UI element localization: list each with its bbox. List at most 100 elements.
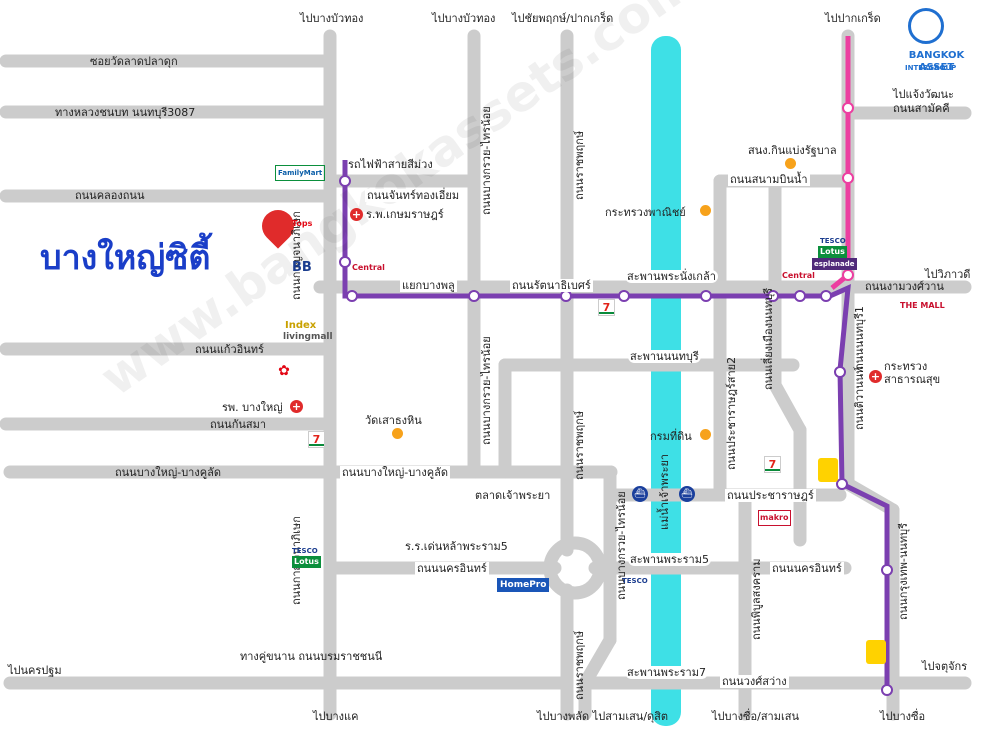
label-to-bang-bua-thong-1: ไปบางบัวทอง bbox=[300, 12, 364, 25]
seven-eleven-icon: 7 bbox=[764, 456, 781, 473]
road-liang-mueang-curve bbox=[768, 378, 807, 437]
purple-line bbox=[342, 160, 890, 695]
purple-station bbox=[794, 290, 806, 302]
road-label-nakhon-in-1: ถนนนครอินทร์ bbox=[415, 562, 489, 575]
road-label-nakhon-in-2: ถนนนครอินทร์ bbox=[770, 562, 844, 575]
poi-marker-icon bbox=[700, 205, 711, 216]
label-to-chaengwattana: ไปแจ้งวัฒนะ bbox=[893, 88, 954, 101]
road-label-nonthaburi-1: ถนนนนทบุรี1 bbox=[853, 306, 866, 370]
road-label-highway-3087: ทางหลวงชนบท นนทบุรี3087 bbox=[55, 106, 196, 119]
poi-commerce-ministry: กระทรวงพาณิชย์ bbox=[605, 206, 686, 219]
purple-station bbox=[339, 175, 351, 187]
chao-phraya-river bbox=[651, 36, 681, 726]
brand-logo-icon bbox=[908, 8, 944, 44]
road-label-borommaratchachonnani: ทางคู่ขนาน ถนนบรมราชชนนี bbox=[240, 650, 383, 663]
bridge-rama7: สะพานพระราม7 bbox=[625, 666, 708, 679]
poi-purple-line: รถไฟฟ้าสายสีม่วง bbox=[348, 158, 433, 171]
hospital-icon: + bbox=[869, 370, 882, 383]
seven-eleven-icon: 7 bbox=[598, 299, 615, 316]
pink-station bbox=[842, 172, 854, 184]
purple-station bbox=[820, 290, 832, 302]
poi-marker-icon bbox=[785, 158, 796, 169]
label-to-pak-kret: ไปปากเกร็ด bbox=[825, 12, 881, 25]
label-to-bang-bua-thong-2: ไปบางบัวทอง bbox=[432, 12, 496, 25]
road-label-bang-yai-bang-khu-lat-2: ถนนบางใหญ่-บางคูลัด bbox=[340, 466, 450, 479]
purple-station bbox=[881, 684, 893, 696]
label-to-chaiyaphruek: ไปชัยพฤกษ์/ปากเกร็ด bbox=[512, 12, 614, 25]
purple-station bbox=[468, 290, 480, 302]
poi-land-department: กรมที่ดิน bbox=[650, 430, 692, 443]
road-label-soi-wat-lat-pla-duk: ซอยวัดลาดปลาดุก bbox=[90, 55, 178, 68]
road-label-ratchaphruek-3: ถนนราชพฤกษ์ bbox=[573, 630, 586, 700]
road-label-samakkhi: ถนนสามัคคี bbox=[893, 102, 950, 115]
esplanade-logo: esplanade bbox=[812, 258, 857, 270]
road-label-kan-sima: ถนนกันสมา bbox=[210, 418, 267, 431]
road-label-kaew-in: ถนนแก้วอินทร์ bbox=[195, 343, 264, 356]
pink-station bbox=[842, 102, 854, 114]
road-label-pracharat: ถนนประชาราษฎร์ bbox=[725, 489, 816, 502]
label-to-chatuchak: ไปจตุจักร bbox=[922, 660, 968, 673]
purple-station bbox=[618, 290, 630, 302]
road-label-tiwanon: ถนนติวานนท์ bbox=[853, 366, 866, 431]
road-label-liang-mueang: ถนนเลี่ยงเมืองนนทบุรี bbox=[762, 287, 775, 390]
poi-health-ministry: กระทรวง สาธารณสุข bbox=[884, 360, 941, 386]
hospital-icon: + bbox=[290, 400, 303, 413]
poi-wat-sao-thong-hin: วัดเสาธงหิน bbox=[365, 414, 422, 427]
poi-chao-phraya-market: ตลาดเจ้าพระยา bbox=[475, 489, 551, 502]
road-label-rattanathibet: ถนนรัตนาธิเบศร์ bbox=[510, 279, 593, 292]
road-label-bang-yai-bang-khu-lat-1: ถนนบางใหญ่-บางคูลัด bbox=[115, 466, 221, 479]
central-logo: Central bbox=[782, 271, 815, 280]
purple-station bbox=[700, 290, 712, 302]
road-label-krungthep-nonthaburi: ถนนกรุงเทพ-นนทบุรี bbox=[897, 522, 910, 620]
tesco-lotus-logo: TESCO bbox=[292, 547, 318, 555]
purple-station bbox=[560, 290, 572, 302]
bridge-phra-nang-klao: สะพานพระนั่งเกล้า bbox=[625, 270, 718, 283]
roundabout bbox=[543, 536, 607, 600]
tops-market-logo-icon: ✿ bbox=[278, 363, 290, 379]
label-to-vibhavadi: ไปวิภาวดี bbox=[925, 268, 971, 281]
the-mall-logo: THE MALL bbox=[900, 301, 945, 310]
ferry-icon: ⛴ bbox=[679, 486, 695, 502]
poi-bang-yai-hospital: รพ. บางใหญ่ bbox=[222, 401, 283, 414]
bigc-logo-icon bbox=[818, 458, 838, 482]
bb-logo: BB bbox=[292, 260, 312, 275]
purple-station bbox=[881, 564, 893, 576]
road-label-ratchaphruek-1: ถนนราชพฤกษ์ bbox=[573, 130, 586, 200]
purple-station bbox=[836, 478, 848, 490]
poi-kasemrad-hospital: ร.พ.เกษมราษฎร์ bbox=[366, 208, 444, 221]
central-logo: Central bbox=[352, 263, 385, 272]
ferry-icon: ⛴ bbox=[632, 486, 648, 502]
brand-subtitle: INTERGROUP bbox=[905, 64, 957, 72]
road-label-ngamwongwan: ถนนงามวงศ์วาน bbox=[865, 280, 944, 293]
index-logo: Index bbox=[285, 320, 317, 331]
poi-marker-icon bbox=[700, 429, 711, 440]
road-label-bang-kruai-sai-noi-2: ถนนบางกรวย-ไทรน้อย bbox=[480, 336, 493, 445]
road-rama7-link bbox=[578, 633, 617, 690]
purple-station bbox=[834, 366, 846, 378]
road-label-chao-phraya-river: แม่น้ำเจ้าพระยา bbox=[658, 453, 671, 530]
homepro-logo: HomePro bbox=[497, 578, 550, 592]
lotus-text: Lotus bbox=[818, 246, 847, 258]
road-label-bang-kruai-sai-noi-1: ถนนบางกรวย-ไทรน้อย bbox=[480, 106, 493, 215]
index-livingmall-text: livingmall bbox=[283, 332, 333, 342]
label-to-nakhon-pathom: ไปนครปฐม bbox=[8, 664, 62, 677]
lotus-text: Lotus bbox=[292, 556, 321, 568]
tops-logo: Tops bbox=[292, 219, 313, 228]
family-mart-logo: FamilyMart bbox=[275, 165, 326, 181]
pink-station bbox=[842, 269, 854, 281]
makro-logo: makro bbox=[758, 510, 791, 526]
hospital-icon: + bbox=[350, 208, 363, 221]
road-label-khlong-thanon: ถนนคลองถนน bbox=[75, 189, 145, 202]
bridge-rama5: สะพานพระราม5 bbox=[628, 553, 711, 566]
road-label-wong-sawang: ถนนวงศ์สว่าง bbox=[720, 675, 789, 688]
purple-station bbox=[767, 290, 779, 302]
temple-icon bbox=[392, 428, 403, 439]
tesco-lotus-logo: TESCO bbox=[820, 237, 846, 245]
bigc-logo-icon bbox=[866, 640, 886, 664]
tesco-lotus-logo: TESCO bbox=[622, 577, 648, 585]
road-label-ratchaphruek-2: ถนนราชพฤกษ์ bbox=[573, 410, 586, 480]
bridge-nonthaburi: สะพานนนทบุรี bbox=[628, 350, 701, 363]
road-label-bang-phlu-junction: แยกบางพลู bbox=[400, 279, 457, 292]
